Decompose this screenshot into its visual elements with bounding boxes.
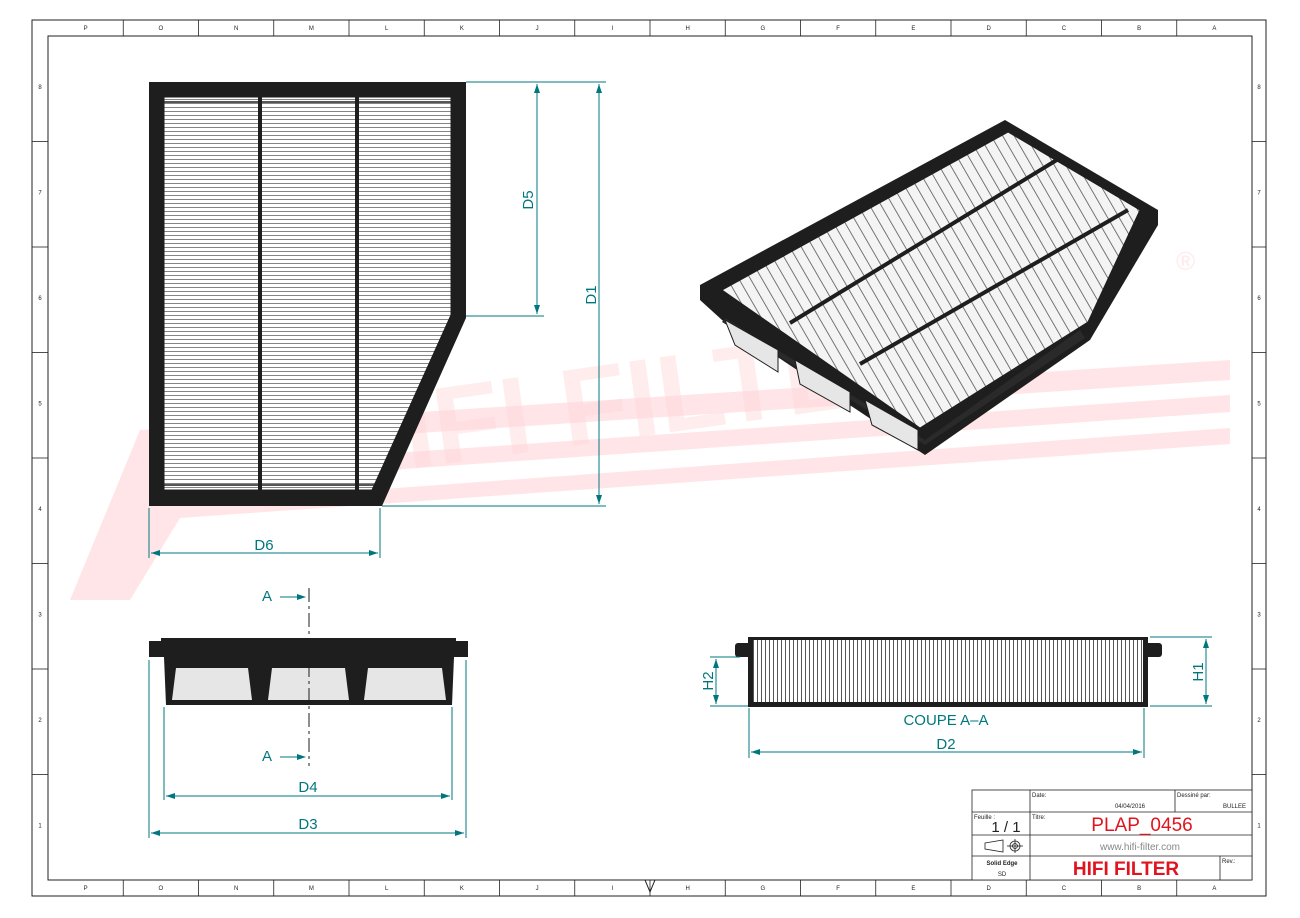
frame-zone-letter-bottom: M xyxy=(309,886,314,892)
dimension-d1: D1 xyxy=(583,285,600,304)
title-label: Titre: xyxy=(1032,815,1046,821)
frame-zone-letter-top: P xyxy=(84,26,88,32)
section-line xyxy=(280,588,310,766)
dimension-d5: D5 xyxy=(520,190,537,209)
section-dimensions xyxy=(710,636,1212,758)
frame-zone-letter-top: D xyxy=(986,26,991,32)
watermark-registered: ® xyxy=(1176,246,1195,276)
top-view-dimensions xyxy=(148,81,606,558)
frame-zone-letter-top: L xyxy=(385,26,389,32)
date-value: 04/04/2016 xyxy=(1115,804,1146,810)
frame-zone-letter-top: B xyxy=(1137,26,1141,32)
company-name: HIFI FILTER xyxy=(1073,859,1180,880)
frame-zone-letter-bottom: O xyxy=(159,886,164,892)
frame-zone-letter-bottom: J xyxy=(536,886,539,892)
frame-zone-letter-bottom: A xyxy=(1212,886,1216,892)
rev-label: Rev.: xyxy=(1222,859,1236,865)
frame-zone-letter-bottom: D xyxy=(986,886,991,892)
title-block xyxy=(971,789,1253,881)
frame-zone-letter-bottom: B xyxy=(1137,886,1141,892)
frame-zone-number-right: 4 xyxy=(1257,507,1261,513)
scale-label: SD xyxy=(998,872,1007,878)
section-marker-top: A xyxy=(262,588,272,605)
frame-zone-letter-top: A xyxy=(1212,26,1216,32)
frame-zone-letter-top: K xyxy=(460,26,464,32)
frame-zone-number-left: 8 xyxy=(38,85,42,91)
frame-zone-number-left: 1 xyxy=(38,823,42,829)
center-marker-icon xyxy=(644,879,656,894)
frame-zone-number-left: 6 xyxy=(38,296,42,302)
frame-zone-letter-top: O xyxy=(159,26,164,32)
software-label: Solid Edge xyxy=(986,861,1018,867)
sheet-value: 1 / 1 xyxy=(991,819,1020,836)
drawn-by-value: BULLEE xyxy=(1223,804,1246,810)
frame-zone-number-left: 4 xyxy=(38,507,42,513)
frame-zone-number-left: 7 xyxy=(38,190,42,196)
date-label: Date: xyxy=(1032,793,1047,799)
part-number: PLAP_0456 xyxy=(1091,815,1192,836)
frame-zone-letter-bottom: C xyxy=(1062,886,1067,892)
dimension-d3: D3 xyxy=(298,816,317,833)
frame-zone-letter-bottom: N xyxy=(234,886,238,892)
frame-zone-letter-top: J xyxy=(536,26,539,32)
dimension-h2: H2 xyxy=(700,671,717,690)
side-view-dimensions xyxy=(148,660,467,838)
frame-zone-number-right: 3 xyxy=(1257,612,1261,618)
frame-zone-ticks: P P O O N N M M L L K K J J I I H H G G F F E E D D C C B B A A 8 8 7 7 6 6 5 5… xyxy=(32,20,1266,896)
dimension-d2: D2 xyxy=(936,736,955,753)
frame-zone-letter-top: C xyxy=(1062,26,1067,32)
frame-zone-number-right: 5 xyxy=(1257,401,1261,407)
top-view xyxy=(149,82,466,506)
frame-zone-letter-bottom: L xyxy=(385,886,389,892)
isometric-view xyxy=(700,120,1158,455)
frame-zone-letter-bottom: E xyxy=(911,886,915,892)
frame-zone-letter-top: N xyxy=(234,26,238,32)
frame-zone-letter-top: F xyxy=(836,26,840,32)
frame-zone-letter-bottom: G xyxy=(761,886,766,892)
frame-zone-letter-bottom: H xyxy=(685,886,689,892)
sheet-label: Feuille : xyxy=(974,815,995,821)
frame-zone-number-right: 7 xyxy=(1257,190,1261,196)
frame-zone-number-left: 2 xyxy=(38,718,42,724)
section-caption: COUPE A–A xyxy=(903,712,988,729)
frame-zone-number-right: 8 xyxy=(1257,85,1261,91)
dimension-d4: D4 xyxy=(298,779,317,796)
frame-zone-number-right: 1 xyxy=(1257,823,1261,829)
frame-zone-letter-top: G xyxy=(761,26,766,32)
website-link[interactable]: www.hifi-filter.com xyxy=(1099,842,1180,853)
section-marker-bottom: A xyxy=(262,748,272,765)
frame-zone-letter-top: M xyxy=(309,26,314,32)
dimension-h1: H1 xyxy=(1190,662,1207,681)
frame-zone-letter-bottom: P xyxy=(84,886,88,892)
frame-zone-letter-bottom: F xyxy=(836,886,840,892)
frame-zone-number-left: 5 xyxy=(38,401,42,407)
frame-zone-letter-top: E xyxy=(911,26,915,32)
frame-zone-letter-top: I xyxy=(612,26,614,32)
frame-zone-number-right: 2 xyxy=(1257,718,1261,724)
frame-zone-number-right: 6 xyxy=(1257,296,1261,302)
frame-zone-letter-bottom: K xyxy=(460,886,464,892)
drawn-by-label: Dessiné par: xyxy=(1177,793,1211,799)
projection-symbol-icon xyxy=(984,839,1023,853)
frame-zone-letter-bottom: I xyxy=(612,886,614,892)
frame-zone-number-left: 3 xyxy=(38,612,42,618)
frame-zone-letter-top: H xyxy=(685,26,689,32)
dimension-d6: D6 xyxy=(254,537,273,554)
section-view xyxy=(735,637,1162,707)
